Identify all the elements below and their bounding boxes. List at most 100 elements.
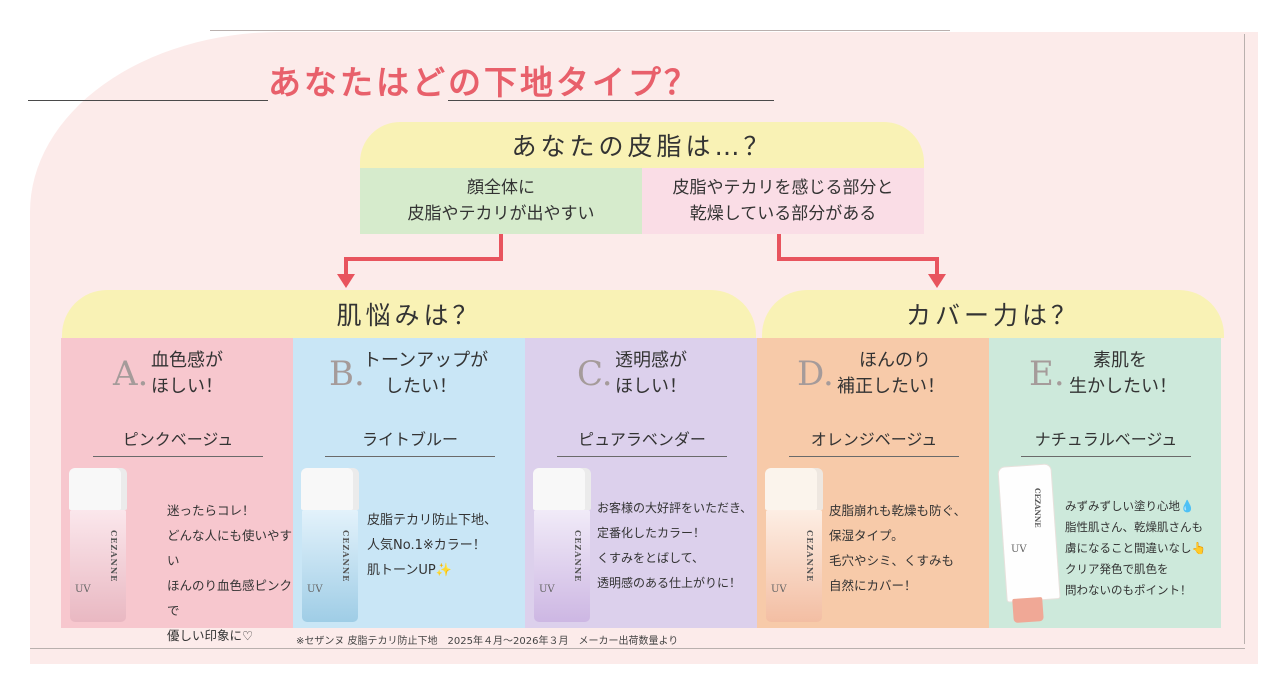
bottle-cap bbox=[301, 468, 359, 510]
brand-logo: CEZANNE bbox=[805, 530, 815, 583]
header-coverage: カバー力は？ bbox=[762, 290, 1224, 338]
arrow-right-drop bbox=[935, 257, 939, 277]
description-line: どんな人にも使いやすい bbox=[167, 528, 293, 568]
type-card-e[interactable]: E. 素肌を 生かしたい！ ナチュラルベージュ CEZANNE UV みずみずし… bbox=[989, 338, 1221, 628]
type-card-b[interactable]: B. トーンアップが したい！ ライトブルー CEZANNE UV 皮脂テカリ防… bbox=[293, 338, 525, 628]
arrow-right-bar bbox=[777, 257, 939, 261]
type-heading: ほんのり 補正したい！ bbox=[837, 348, 977, 400]
type-heading-line1: トーンアップが bbox=[363, 350, 489, 371]
type-description: 迷ったらコレ！ どんな人にも使いやすい ほんのり血色感ピンクで 優しい印象に♡ bbox=[167, 498, 293, 648]
arrow-left-head bbox=[337, 274, 355, 288]
arrow-left-stem bbox=[499, 234, 503, 260]
brand-logo: CEZANNE bbox=[573, 530, 583, 583]
product-bottle-image: CEZANNE UV bbox=[301, 468, 359, 622]
arrow-left-drop bbox=[344, 257, 348, 277]
type-heading-line1: ほんのり bbox=[859, 350, 931, 371]
description-line: 優しい印象に♡ bbox=[167, 628, 254, 643]
description-line: 定番化したカラー！ bbox=[597, 526, 706, 540]
product-bottle-image: CEZANNE UV bbox=[69, 468, 127, 622]
answer-left-line2: 皮脂やテカリが出やすい bbox=[407, 204, 595, 224]
description-line: 問わないのもポイント！ bbox=[1065, 583, 1192, 597]
description-line: 迷ったらコレ！ bbox=[167, 503, 255, 518]
description-line: お客様の大好評をいただき、 bbox=[597, 501, 753, 515]
type-letter: D. bbox=[797, 354, 834, 394]
description-line: 自然にカバー！ bbox=[829, 578, 917, 593]
type-heading-line2: 生かしたい！ bbox=[1069, 376, 1177, 397]
answer-right-line1: 皮脂やテカリを感じる部分と bbox=[672, 178, 894, 198]
type-heading: トーンアップが したい！ bbox=[363, 348, 503, 400]
type-description: 皮脂崩れも乾燥も防ぐ、 保湿タイプ。 毛穴やシミ、くすみも 自然にカバー！ bbox=[829, 498, 985, 598]
question-box: あなたの皮脂は…？ bbox=[360, 122, 924, 168]
bottle-body bbox=[766, 510, 822, 622]
type-description: みずみずしい塗り心地💧 脂性肌さん、乾燥肌さんも 虜になること間違いなし👆 クリ… bbox=[1065, 496, 1221, 601]
color-name: ナチュラルベージュ bbox=[1021, 426, 1191, 457]
answer-right-line2: 乾燥している部分がある bbox=[689, 204, 877, 224]
product-bottle-image: CEZANNE UV bbox=[533, 468, 591, 622]
uv-label: UV bbox=[307, 584, 323, 595]
uv-label: UV bbox=[539, 584, 555, 595]
uv-label: UV bbox=[75, 584, 91, 595]
bottle-cap bbox=[69, 468, 127, 510]
description-line: 脂性肌さん、乾燥肌さんも bbox=[1065, 520, 1203, 534]
frame-line-bottom bbox=[30, 648, 1245, 649]
description-line: 人気No.1※カラー！ bbox=[367, 538, 486, 553]
description-line: 透明感のある仕上がりに！ bbox=[597, 576, 742, 590]
type-heading-line2: ほしい！ bbox=[151, 376, 223, 397]
bottle-cap bbox=[765, 468, 823, 510]
color-name: ライトブルー bbox=[325, 426, 495, 457]
product-bottle-image: CEZANNE UV bbox=[765, 468, 823, 622]
bottle-body bbox=[302, 510, 358, 622]
type-card-a[interactable]: A. 血色感が ほしい！ ピンクベージュ CEZANNE UV 迷ったらコレ！ … bbox=[61, 338, 293, 643]
description-line: 保湿タイプ。 bbox=[829, 528, 904, 543]
type-letter: B. bbox=[329, 354, 365, 394]
bottle-cap bbox=[533, 468, 591, 510]
bottle-body bbox=[534, 510, 590, 622]
arrow-right-stem bbox=[777, 234, 781, 260]
type-card-d[interactable]: D. ほんのり 補正したい！ オレンジベージュ CEZANNE UV 皮脂崩れも… bbox=[757, 338, 989, 628]
description-line: 皮脂崩れも乾燥も防ぐ、 bbox=[829, 503, 967, 518]
footnote: ※セザンヌ 皮脂テカリ防止下地 2025年４月～2026年３月 メーカー出荷数量… bbox=[296, 636, 679, 647]
description-line: 虜になること間違いなし👆 bbox=[1065, 541, 1206, 555]
title-underline-right bbox=[448, 100, 774, 101]
description-line: 毛穴やシミ、くすみも bbox=[829, 553, 955, 568]
type-heading-line2: ほしい！ bbox=[615, 376, 687, 397]
color-name: オレンジベージュ bbox=[789, 426, 959, 457]
answer-oily-all-over[interactable]: 顔全体に 皮脂やテカリが出やすい bbox=[360, 168, 642, 234]
description-line: クリア発色で肌色を bbox=[1065, 562, 1169, 576]
brand-logo: CEZANNE bbox=[109, 530, 119, 583]
frame-line-right bbox=[1244, 34, 1245, 644]
frame-line-top bbox=[210, 30, 950, 31]
type-letter: C. bbox=[577, 354, 613, 394]
type-heading-line1: 血色感が bbox=[151, 350, 223, 371]
description-line: くすみをとばして、 bbox=[597, 551, 705, 565]
description-line: みずみずしい塗り心地💧 bbox=[1065, 499, 1195, 513]
type-heading-line2: したい！ bbox=[385, 376, 457, 397]
color-name: ピンクベージュ bbox=[93, 426, 263, 457]
type-heading: 血色感が ほしい！ bbox=[151, 348, 291, 400]
type-description: 皮脂テカリ防止下地、 人気No.1※カラー！ 肌トーンUP✨ bbox=[367, 508, 517, 583]
type-heading: 素肌を 生かしたい！ bbox=[1069, 348, 1209, 400]
bottle-body bbox=[70, 510, 126, 622]
type-heading-line2: 補正したい！ bbox=[837, 376, 945, 397]
description-line: 肌トーンUP✨ bbox=[367, 563, 452, 578]
type-card-c[interactable]: C. 透明感が ほしい！ ピュアラベンダー CEZANNE UV お客様の大好評… bbox=[525, 338, 757, 628]
product-tube-image: CEZANNE UV bbox=[998, 464, 1060, 624]
type-heading-line1: 透明感が bbox=[615, 350, 687, 371]
brand-logo: CEZANNE bbox=[341, 530, 351, 583]
type-description: お客様の大好評をいただき、 定番化したカラー！ くすみをとばして、 透明感のある… bbox=[597, 496, 757, 596]
header-skin-concern: 肌悩みは？ bbox=[62, 290, 756, 338]
type-heading: 透明感が ほしい！ bbox=[615, 348, 755, 400]
type-letter: E. bbox=[1029, 354, 1065, 394]
uv-label: UV bbox=[771, 584, 787, 595]
arrow-right-head bbox=[928, 274, 946, 288]
color-name: ピュアラベンダー bbox=[557, 426, 727, 457]
title-underline-left bbox=[28, 100, 268, 101]
arrow-left-bar bbox=[344, 257, 503, 261]
tube-body bbox=[998, 464, 1060, 602]
page-title: あなたはどの下地タイプ？ bbox=[268, 63, 700, 102]
type-letter: A. bbox=[113, 354, 149, 394]
answer-combination-skin[interactable]: 皮脂やテカリを感じる部分と 乾燥している部分がある bbox=[642, 168, 924, 234]
description-line: ほんのり血色感ピンクで bbox=[167, 578, 293, 618]
description-line: 皮脂テカリ防止下地、 bbox=[367, 513, 498, 528]
type-heading-line1: 素肌を bbox=[1093, 350, 1147, 371]
